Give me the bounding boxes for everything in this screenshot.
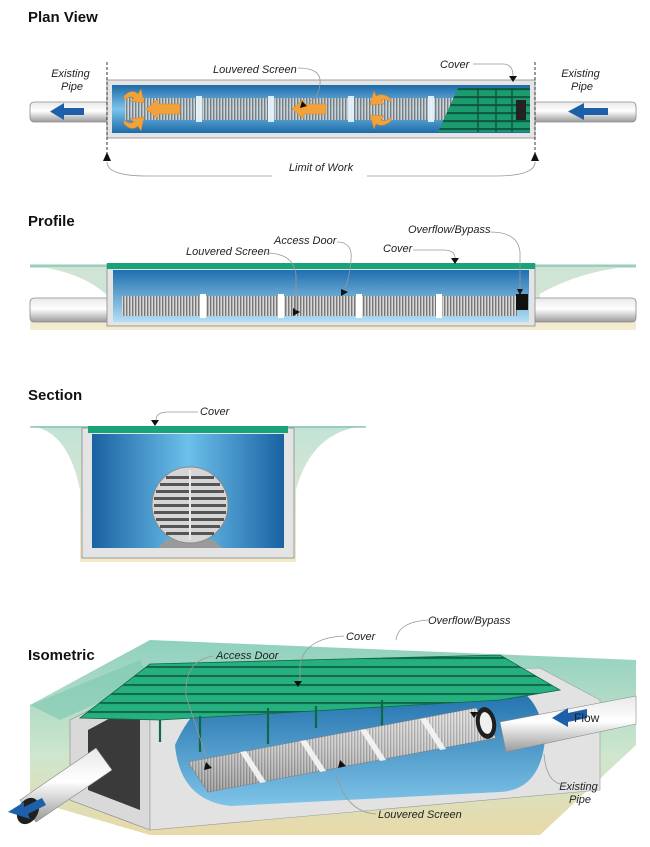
flow-arrow-left-icon [50, 103, 84, 120]
leader-line [473, 63, 514, 77]
limit-marker-icon [103, 152, 111, 161]
flow-arrow-right-icon [568, 103, 608, 120]
leader-line [265, 252, 297, 311]
leader-line [185, 655, 215, 757]
pointer-icon [300, 101, 307, 108]
orange-arrow-icon [123, 88, 145, 104]
label-flow: Flow [574, 711, 600, 725]
louvered-screen [122, 296, 517, 316]
leader-line [489, 231, 521, 290]
leader-line [335, 773, 377, 815]
leader-line [155, 411, 198, 421]
flow-arrow-iso-icon [552, 708, 587, 727]
leader-line [106, 161, 272, 177]
section-heading: Section [28, 387, 82, 404]
orange-arrow-icon [369, 90, 393, 106]
leader-line [413, 249, 456, 259]
ground-slope [30, 266, 108, 296]
label-limit-of-work: Limit of Work [289, 162, 354, 174]
pointer-icon [341, 289, 348, 296]
limit-marker-icon [531, 152, 539, 161]
plan-view: Plan View [28, 9, 637, 177]
flow-direction-arrows [123, 88, 393, 132]
leader-line [543, 753, 561, 785]
label-louvered-screen: Louvered Screen [186, 246, 270, 258]
cover [88, 426, 288, 433]
label-existing-pipe: Existing Pipe [559, 781, 601, 806]
cover [107, 263, 535, 269]
cover-support-posts [158, 700, 384, 752]
isometric-view: Isometric [8, 615, 637, 835]
label-louvered-screen: Louvered Screen [378, 809, 462, 821]
leader-line [367, 161, 536, 177]
label-access-door: Access Door [215, 650, 280, 662]
pointer-icon [294, 681, 302, 687]
orange-arrow-icon [291, 98, 327, 120]
label-existing-pipe-left: Existing Pipe [51, 68, 93, 93]
screen-rings [200, 294, 442, 318]
leader-line [299, 635, 345, 682]
orange-arrow-icon [369, 114, 393, 130]
limit-of-work-lines [106, 62, 536, 158]
ground-slope [536, 266, 636, 296]
pointer-icon [293, 308, 300, 316]
screen-stand [158, 540, 222, 548]
label-overflow-bypass: Overflow/Bypass [408, 224, 491, 236]
leader-line [395, 619, 429, 641]
pointer-icon [338, 760, 346, 768]
label-access-door: Access Door [273, 235, 338, 247]
leader-line [336, 241, 352, 289]
isometric-heading: Isometric [28, 647, 95, 664]
label-louvered-screen: Louvered Screen [213, 64, 297, 76]
plan-view-heading: Plan View [28, 9, 98, 26]
pointer-icon [451, 258, 459, 264]
label-overflow-bypass: Overflow/Bypass [428, 615, 511, 627]
label-cover: Cover [346, 631, 377, 643]
pointer-icon [470, 712, 478, 718]
pointer-icon [151, 420, 159, 426]
existing-pipe-left [29, 297, 113, 323]
louvered-screen-cylinder [187, 707, 497, 793]
profile-heading: Profile [28, 213, 75, 230]
flow-arrow-outlet-icon [8, 798, 46, 819]
orange-arrow-icon [145, 98, 181, 120]
label-cover: Cover [200, 406, 231, 418]
cover-grate [438, 88, 530, 132]
overflow-bypass-block [516, 294, 528, 310]
section-view: Section Cover [28, 387, 366, 562]
vault-opening [88, 702, 140, 810]
label-cover: Cover [383, 243, 414, 255]
pointer-icon [517, 289, 523, 295]
leader-line [297, 67, 321, 103]
label-existing-pipe-right: Existing Pipe [561, 68, 603, 93]
profile-view: Profile Overflow/Bypass Access Door Co [28, 213, 637, 330]
orange-arrow-icon [123, 116, 145, 132]
pointer-icon [509, 76, 517, 82]
label-cover: Cover [440, 59, 471, 71]
existing-pipe-right [531, 297, 637, 323]
pointer-icon [204, 762, 212, 770]
screen-rings [196, 96, 434, 122]
grass-edge [30, 660, 150, 720]
